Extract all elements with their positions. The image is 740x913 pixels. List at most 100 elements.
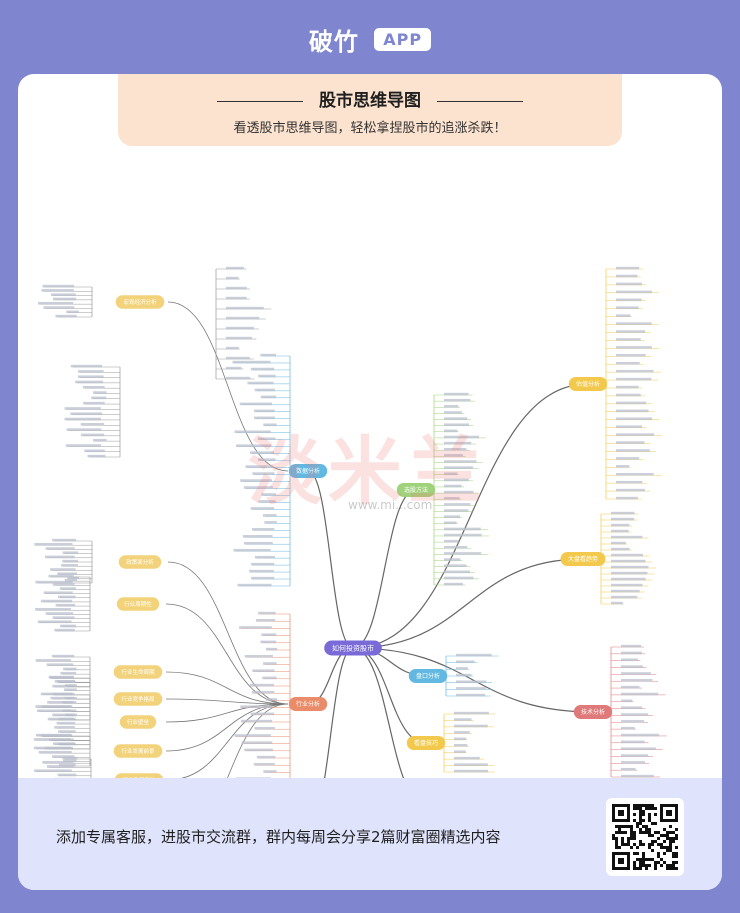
- gz-leaf: [616, 306, 639, 310]
- nodes-layer: 如何投资股市选股方法数据分析大盘看趋势技术分析盘口分析看盘技巧资金管理行业分析股…: [113, 295, 613, 780]
- lf3-leaf: [51, 654, 75, 658]
- ul2-leaf: [226, 286, 247, 290]
- kp-leaf: [454, 750, 466, 754]
- header-tab: 股市思维导图 看透股市思维导图，轻松拿捏股市的追涨杀跌！: [118, 74, 622, 146]
- hy-leaf: [253, 763, 275, 766]
- branch-node-4: 盘口分析: [408, 669, 448, 683]
- hy-leaf: [265, 647, 278, 651]
- hy-leaf: [240, 705, 273, 708]
- gz-leaf: [616, 322, 652, 325]
- leaf-node-6: 行业发展前景: [113, 744, 163, 758]
- xg-leaf: [444, 392, 469, 396]
- sj-leaf: [245, 465, 274, 468]
- js-leaf: [621, 740, 645, 744]
- lf7-leaf: [57, 773, 77, 777]
- leaf-node-0-label: 宏观经济分析: [123, 298, 157, 306]
- js-leaf: [621, 685, 640, 689]
- ul1-leaf: [66, 428, 102, 431]
- hy-leaf: [239, 626, 272, 629]
- dp-leaf: [611, 571, 648, 575]
- kp-leaf: [454, 744, 468, 747]
- lf4-leaf: [63, 688, 77, 691]
- xg-leaf: [444, 490, 474, 494]
- lf2-leaf: [48, 574, 74, 578]
- branch-node-7: 行业分析: [288, 697, 328, 711]
- branch-node-1: 数据分析: [288, 464, 328, 478]
- app-badge: APP: [374, 28, 432, 51]
- leaf-node-2: 行业周期性: [116, 597, 160, 611]
- xg-leaf: [444, 570, 471, 574]
- sj-leaf: [240, 479, 273, 482]
- page-subtitle: 看透股市思维导图，轻松拿捏股市的追涨杀跌！: [233, 121, 507, 136]
- sj-leaf: [234, 430, 271, 434]
- sj-leaf: [258, 500, 276, 503]
- gz-leaf: [616, 393, 641, 397]
- qr-code[interactable]: [606, 798, 684, 876]
- leaf-node-0-box: [115, 295, 165, 309]
- xg-leaf: [444, 435, 480, 439]
- hy-leaf: [255, 619, 276, 622]
- lf5-leaf: [65, 713, 78, 717]
- gz-leaf: [616, 330, 646, 333]
- branch-node-3-box: [573, 705, 613, 719]
- gz-leaf: [616, 409, 649, 413]
- js-leaf: [621, 726, 635, 730]
- page-title: 股市思维导图: [319, 91, 421, 111]
- sj-leaf: [260, 353, 277, 357]
- hy-leaf: [260, 640, 277, 644]
- lf2-leaf: [35, 608, 72, 611]
- ul1-leaf: [87, 454, 106, 458]
- dp-leaf: [611, 511, 635, 515]
- sj-leaf: [258, 374, 276, 378]
- branch-node-9-label: 估值分析: [576, 380, 600, 388]
- lf6-leaf: [33, 738, 71, 741]
- ul1-leaf: [91, 396, 107, 400]
- dp-leaf: [611, 535, 643, 539]
- gz-leaf: [616, 488, 645, 492]
- xg-leaf: [444, 527, 481, 531]
- kp-leaf: [454, 756, 480, 760]
- js-leaf: [621, 679, 653, 682]
- xg-leaf: [444, 484, 462, 488]
- leaf-node-3: 行业生命周期: [113, 665, 163, 679]
- hy-leaf: [261, 633, 277, 636]
- hy-leaf: [244, 748, 273, 752]
- lf2-leaf: [59, 587, 76, 590]
- pk-leaf: [456, 673, 472, 677]
- connector-lines: [165, 301, 594, 780]
- js-leaf: [621, 733, 660, 737]
- page-title-row: 股市思维导图: [118, 86, 622, 111]
- gz-leaf: [616, 401, 647, 405]
- js-leaf: [621, 706, 642, 709]
- sj-leaf: [254, 416, 275, 420]
- xg-leaf: [444, 539, 459, 543]
- xg-leaf: [444, 472, 458, 476]
- lf6-leaf: [33, 746, 71, 750]
- lf2-leaf: [40, 599, 73, 603]
- sj-leaf: [247, 381, 274, 385]
- lf2-leaf: [52, 616, 75, 619]
- sj-leaf: [262, 514, 277, 517]
- dp-leaf: [611, 529, 629, 533]
- dp-leaf: [611, 553, 644, 557]
- leaf-node-5: 行业壁垒: [119, 715, 157, 729]
- gz-leaf: [616, 361, 640, 365]
- ul2-leaf: [226, 346, 239, 350]
- dp-leaf: [611, 589, 640, 593]
- hy-leaf: [256, 755, 276, 759]
- ul1-leaf: [80, 433, 105, 437]
- js-leaf: [621, 665, 643, 668]
- js-leaf: [621, 761, 645, 764]
- gz-leaf: [616, 266, 640, 270]
- lf1-leaf: [45, 547, 75, 550]
- sj-leaf: [249, 451, 274, 454]
- gz-leaf: [616, 338, 641, 341]
- js-leaf: [621, 658, 639, 662]
- js-leaf: [621, 644, 642, 648]
- dp-leaf: [611, 601, 623, 605]
- branch-node-9-box: [568, 377, 608, 391]
- branch-node-5-label: 看盘技巧: [414, 739, 438, 747]
- leaf-node-6-box: [113, 744, 163, 758]
- leaf-node-1-box: [118, 555, 162, 569]
- gz-leaf: [616, 346, 652, 349]
